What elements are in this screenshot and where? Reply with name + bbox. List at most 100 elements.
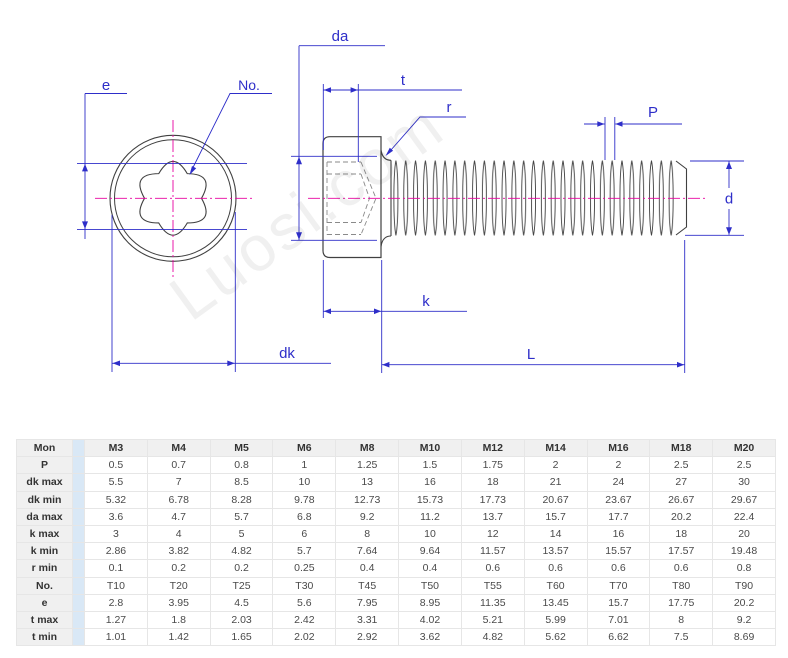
col-header: M4 <box>146 438 211 458</box>
row-label: dk max <box>16 473 73 492</box>
cell: 11.2 <box>398 507 462 526</box>
cell: T20 <box>146 576 211 595</box>
side-view <box>308 136 706 259</box>
cell: 13.57 <box>523 542 588 561</box>
accent-strip-cell <box>72 473 85 492</box>
cell: 17.57 <box>649 542 714 561</box>
cell: 5.62 <box>523 628 588 647</box>
row-label: k max <box>16 524 73 544</box>
dim-k <box>322 260 467 373</box>
cell: 13.7 <box>460 507 525 526</box>
cell: 4.82 <box>209 542 274 561</box>
cell: 16 <box>586 524 651 544</box>
col-header: M6 <box>272 438 337 458</box>
col-header: M18 <box>649 438 714 458</box>
accent-strip-cell <box>72 559 85 578</box>
accent-strip-cell <box>72 456 85 475</box>
cell: T90 <box>712 576 776 595</box>
dim-label-dk: dk <box>279 345 295 362</box>
cell: 3 <box>84 524 148 544</box>
cell: 0.6 <box>523 559 588 578</box>
cell: 2.02 <box>272 628 337 647</box>
cell: 20.2 <box>649 507 714 526</box>
cell: 1.27 <box>84 610 148 630</box>
cell: 6.8 <box>272 507 337 526</box>
cell: 3.82 <box>146 542 211 561</box>
cell: 10 <box>398 524 462 544</box>
accent-strip-cell <box>72 610 85 630</box>
cell: 0.1 <box>84 559 148 578</box>
cell: 12 <box>460 524 525 544</box>
cell: 9.64 <box>398 542 462 561</box>
col-header: M12 <box>460 438 525 458</box>
cell: 0.6 <box>649 559 714 578</box>
cell: 2.03 <box>209 610 274 630</box>
cell: 6.78 <box>146 490 211 509</box>
cell: 0.8 <box>712 559 776 578</box>
cell: 8.69 <box>712 628 776 647</box>
cell: 9.2 <box>335 507 400 526</box>
cell: 27 <box>649 473 714 492</box>
cell: T50 <box>398 576 462 595</box>
cell: 12.73 <box>335 490 400 509</box>
head-inner-circle <box>114 139 232 258</box>
cell: 18 <box>460 473 525 492</box>
dim-dk <box>111 212 331 372</box>
dim-label-r: r <box>447 99 452 116</box>
row-label: da max <box>16 507 73 526</box>
cell: 4.02 <box>398 610 462 630</box>
screw-drawing-svg: e No. dk <box>77 28 744 373</box>
cell: 11.35 <box>460 593 525 612</box>
cell: 1 <box>272 456 337 475</box>
screw-end-chamfer <box>675 160 688 236</box>
cell: 8.5 <box>209 473 274 492</box>
cell: T60 <box>523 576 588 595</box>
cell: 5.7 <box>272 542 337 561</box>
cell: 6.62 <box>586 628 651 647</box>
cell: 1.25 <box>335 456 400 475</box>
accent-strip-cell <box>72 593 85 612</box>
cell: T25 <box>209 576 274 595</box>
cell: 15.7 <box>586 593 651 612</box>
cell: 8 <box>335 524 400 544</box>
row-label: No. <box>16 576 73 595</box>
row-label: P <box>16 456 73 475</box>
cell: 5.7 <box>209 507 274 526</box>
cell: 5.21 <box>460 610 525 630</box>
cell: 14 <box>523 524 588 544</box>
accent-strip-cell <box>72 628 85 647</box>
dim-label-l: L <box>527 346 535 363</box>
cell: 16 <box>398 473 462 492</box>
cell: 8.28 <box>209 490 274 509</box>
dim-label-k: k <box>422 293 430 310</box>
dim-label-t: t <box>401 72 406 89</box>
row-label: r min <box>16 559 73 578</box>
dim-t <box>322 84 462 162</box>
dim-label-d: d <box>725 191 733 208</box>
cell: 13 <box>335 473 400 492</box>
col-header: M16 <box>586 438 651 458</box>
cell: 1.5 <box>398 456 462 475</box>
leader-no <box>189 93 272 175</box>
cell: T80 <box>649 576 714 595</box>
col-header: M10 <box>398 438 462 458</box>
cell: 15.57 <box>586 542 651 561</box>
cell: 10 <box>272 473 337 492</box>
accent-strip-cell <box>72 524 85 544</box>
accent-strip-cell <box>72 438 85 458</box>
cell: 1.01 <box>84 628 148 647</box>
cell: 0.7 <box>146 456 211 475</box>
dim-label-e: e <box>102 77 110 94</box>
col-header: M8 <box>335 438 400 458</box>
cell: 17.7 <box>586 507 651 526</box>
cell: 2 <box>586 456 651 475</box>
row-label: t max <box>16 610 73 630</box>
dim-label-p: P <box>648 104 658 121</box>
cell: 0.4 <box>398 559 462 578</box>
cell: 5.99 <box>523 610 588 630</box>
